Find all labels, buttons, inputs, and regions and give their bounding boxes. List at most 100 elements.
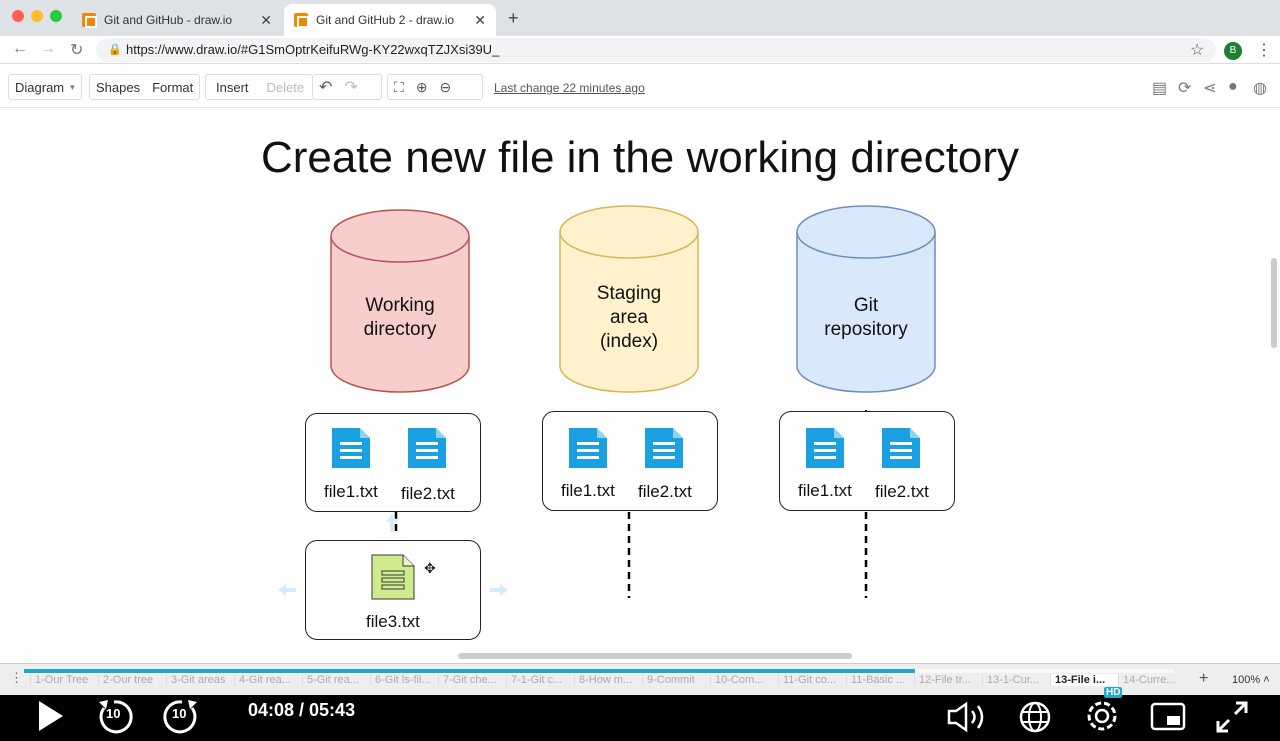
page-tab[interactable]: 13-1-Cur... xyxy=(982,674,1050,686)
page-tab[interactable]: 9-Commit xyxy=(642,674,710,686)
page-tab[interactable]: 11-Basic ... xyxy=(846,674,914,686)
minimize-window-button[interactable] xyxy=(31,10,43,22)
fit-icon[interactable]: ⛶ xyxy=(394,78,404,95)
sync-icon[interactable]: ⟳ xyxy=(1178,80,1192,97)
new-file-label: file3.txt xyxy=(366,612,420,631)
shapes-button[interactable]: Shapes xyxy=(96,79,141,95)
globe-icon[interactable]: ◍ xyxy=(1253,80,1267,97)
working-directory-label: Working directory xyxy=(363,295,437,340)
document-icon xyxy=(569,428,607,468)
diagram-canvas[interactable]: Create new file in the working directory… xyxy=(0,108,1280,663)
undo-icon[interactable]: ↶ xyxy=(319,79,333,96)
profile-avatar[interactable]: B xyxy=(1224,42,1242,60)
arrow-up-icon[interactable] xyxy=(386,514,398,532)
browser-tab-1[interactable]: Git and GitHub - draw.io ✕ xyxy=(72,4,282,36)
new-tab-icon[interactable]: + xyxy=(508,8,519,28)
page-tab[interactable]: 14-Curre... xyxy=(1118,674,1186,686)
video-time: 04:08 / 05:43 xyxy=(248,700,356,720)
document-icon xyxy=(332,428,370,468)
git-repository-label: Git repository xyxy=(824,295,908,340)
zoom-level[interactable]: 100% ˄ xyxy=(1232,674,1270,686)
delete-button[interactable]: Delete xyxy=(266,79,305,95)
document-icon xyxy=(645,428,683,468)
page-tab[interactable]: 8-How m... xyxy=(574,674,642,686)
vertical-scrollbar[interactable] xyxy=(1271,258,1277,348)
move-cursor-icon: ✥ xyxy=(424,560,436,576)
page-tab[interactable]: 3-Git areas xyxy=(166,674,234,686)
staging-area-cylinder[interactable] xyxy=(559,205,699,393)
shapes-format-group: Shapes Format xyxy=(89,74,201,100)
drawio-favicon-icon xyxy=(82,13,97,28)
picture-in-picture-icon[interactable] xyxy=(1150,702,1186,732)
page-tab[interactable]: 4-Git rea... xyxy=(234,674,302,686)
view-group: ⛶ ⊕ ⊖ xyxy=(387,74,483,100)
page-tab[interactable]: 5-Git rea... xyxy=(302,674,370,686)
rewind-10-icon[interactable] xyxy=(96,698,134,734)
diagram-shapes xyxy=(278,205,936,598)
close-tab-icon[interactable]: ✕ xyxy=(260,11,272,28)
browser-menu-icon[interactable]: ⋮ xyxy=(1256,42,1272,59)
insert-button[interactable]: Insert xyxy=(216,79,249,95)
page-tab[interactable]: 11-Git co... xyxy=(778,674,846,686)
page-tab[interactable]: 6-Git ls-fil... xyxy=(370,674,438,686)
video-progress-fill xyxy=(24,669,916,673)
video-progress-bar[interactable] xyxy=(24,669,1174,673)
settings-gear-icon[interactable] xyxy=(1084,698,1120,734)
comment-icon[interactable]: ▤ xyxy=(1152,80,1168,97)
format-button[interactable]: Format xyxy=(152,79,194,95)
back-icon[interactable]: ← xyxy=(12,40,28,57)
page-tab[interactable]: 13-File i... xyxy=(1050,674,1118,686)
arrow-right-icon[interactable] xyxy=(490,584,508,596)
fullscreen-icon[interactable] xyxy=(1214,699,1250,735)
arrow-left-icon[interactable] xyxy=(278,584,296,596)
play-icon[interactable] xyxy=(36,699,66,733)
maximize-window-button[interactable] xyxy=(50,10,62,22)
horizontal-scrollbar[interactable] xyxy=(458,653,852,659)
undo-redo-group: ↶ ↷ xyxy=(312,74,382,100)
address-bar-row: ← → ↻ 🔒 https://www.draw.io/#G1SmOptrKei… xyxy=(0,36,1280,64)
bookmark-star-icon[interactable]: ☆ xyxy=(1190,42,1205,59)
file-label: file2.txt xyxy=(401,484,455,503)
forward-10-icon[interactable] xyxy=(162,698,200,734)
browser-tab-2[interactable]: Git and GitHub 2 - draw.io ✕ xyxy=(284,4,496,36)
document-icon xyxy=(806,428,844,468)
lock-icon: 🔒 xyxy=(108,44,122,56)
git-repository-cylinder[interactable] xyxy=(796,205,936,393)
file-label: file2.txt xyxy=(875,482,929,501)
page-tab[interactable]: 7-1-Git c... xyxy=(506,674,574,686)
video-control-bar: 10 10 04:08 / 05:43 HD xyxy=(0,687,1280,741)
add-page-icon[interactable]: + xyxy=(1199,670,1209,687)
diagram-menu[interactable]: Diagram ▾ xyxy=(8,74,82,100)
volume-icon[interactable] xyxy=(946,701,990,733)
page-tab[interactable]: 10-Com... xyxy=(710,674,778,686)
url-field[interactable]: 🔒 https://www.draw.io/#G1SmOptrKeifuRWg-… xyxy=(96,38,1216,62)
pages-menu-icon[interactable]: ⋮ xyxy=(10,670,23,685)
drawio-toolbar: Diagram ▾ Shapes Format Insert Delete ↶ … xyxy=(0,64,1280,108)
diagram-title[interactable]: Create new file in the working directory xyxy=(260,133,1020,182)
forward-icon[interactable]: → xyxy=(40,40,56,57)
document-icon xyxy=(408,428,446,468)
chevron-down-icon: ▾ xyxy=(70,81,75,92)
close-window-button[interactable] xyxy=(12,10,24,22)
file-label: file2.txt xyxy=(638,482,692,501)
forward-seconds: 10 xyxy=(172,706,187,721)
page-tab[interactable]: 12-File tr... xyxy=(914,674,982,686)
drawio-favicon-icon xyxy=(294,13,309,28)
page-tab[interactable]: 2-Our tree xyxy=(98,674,166,686)
page-tab[interactable]: 1-Our Tree xyxy=(30,674,98,686)
file-label: file1.txt xyxy=(798,481,852,500)
language-globe-icon[interactable] xyxy=(1018,700,1052,734)
redo-icon[interactable]: ↷ xyxy=(344,79,358,96)
page-tab[interactable]: 7-Git che... xyxy=(438,674,506,686)
new-document-icon[interactable] xyxy=(371,554,415,600)
reload-icon[interactable]: ↻ xyxy=(70,42,84,59)
share-icon[interactable]: ⋖ xyxy=(1203,80,1217,97)
working-directory-cylinder[interactable] xyxy=(330,209,470,393)
zoom-out-icon[interactable]: ⊖ xyxy=(439,78,452,95)
rewind-seconds: 10 xyxy=(106,706,121,721)
user-icon[interactable]: ● xyxy=(1228,78,1238,95)
close-tab-icon[interactable]: ✕ xyxy=(474,11,486,28)
zoom-in-icon[interactable]: ⊕ xyxy=(415,78,428,95)
last-change-link[interactable]: Last change 22 minutes ago xyxy=(494,81,645,95)
